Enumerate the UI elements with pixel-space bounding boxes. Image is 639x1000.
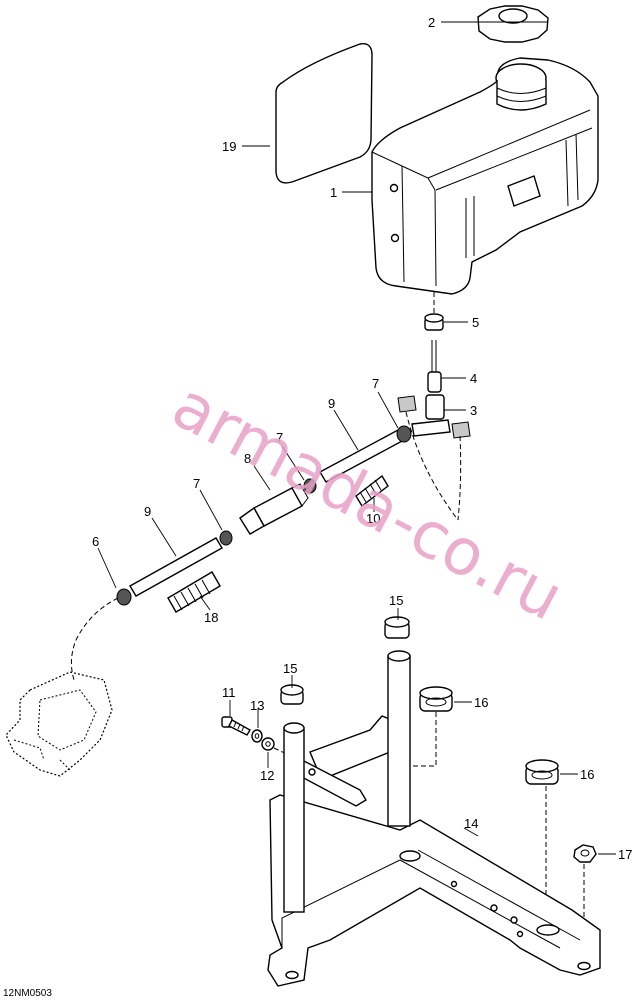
callout-2: 2	[428, 15, 435, 30]
callout-9-upper: 9	[328, 396, 335, 411]
callout-13: 13	[250, 698, 264, 713]
fuel-tank	[371, 57, 599, 295]
callout-15-lower: 15	[283, 661, 297, 676]
fuel-cap	[477, 5, 549, 43]
watermark: armada-co.ru	[160, 369, 574, 636]
callout-19: 19	[222, 139, 236, 154]
grommet-15-lower	[280, 684, 304, 705]
grommet-15-upper	[384, 616, 410, 639]
callout-16-upper: 16	[474, 695, 488, 710]
callout-3: 3	[470, 403, 477, 418]
fuel-hose-lower	[129, 537, 223, 597]
grommet-16-lower	[525, 759, 559, 920]
hose-clamp-filter	[219, 530, 233, 546]
grommet-16-upper	[412, 686, 453, 767]
callout-7-lower: 7	[193, 476, 200, 491]
leader-lines	[97, 21, 616, 855]
callout-10: 10	[366, 511, 380, 526]
callout-16-lower: 16	[580, 767, 594, 782]
diagram-code: 12NM0503	[3, 988, 52, 999]
callout-12: 12	[260, 768, 274, 783]
decal-plate	[275, 43, 373, 184]
callout-11: 11	[222, 685, 236, 700]
callout-4: 4	[470, 371, 477, 386]
callout-7-filter: 7	[276, 430, 283, 445]
callout-5: 5	[472, 315, 479, 330]
callout-18: 18	[204, 610, 218, 625]
fuel-filter	[239, 478, 317, 535]
spacer	[261, 737, 275, 751]
callout-17: 17	[618, 847, 632, 862]
callout-7-valve: 7	[372, 376, 379, 391]
callout-15-upper: 15	[389, 593, 403, 608]
washer	[251, 729, 263, 743]
hose-clamp-lower	[116, 588, 132, 606]
callouts: 2 19 1 5 4 3 7 9 7 8 7 9 6 10 18 15 15 1…	[92, 15, 632, 862]
spring-lower	[167, 571, 221, 613]
hose-clamp-upper	[396, 425, 412, 443]
callout-6: 6	[92, 534, 99, 549]
spring-upper	[355, 474, 389, 508]
fuel-pickup	[427, 340, 442, 393]
shutoff-valve	[397, 394, 471, 521]
callout-9-lower: 9	[144, 504, 151, 519]
bolt	[221, 716, 251, 736]
carburetor-reference	[5, 671, 113, 777]
support-bracket	[267, 650, 601, 987]
tank-grommet	[424, 292, 444, 331]
routing-line-carb	[70, 597, 119, 681]
callout-14: 14	[464, 816, 478, 831]
callout-1: 1	[330, 185, 337, 200]
callout-8: 8	[244, 451, 251, 466]
